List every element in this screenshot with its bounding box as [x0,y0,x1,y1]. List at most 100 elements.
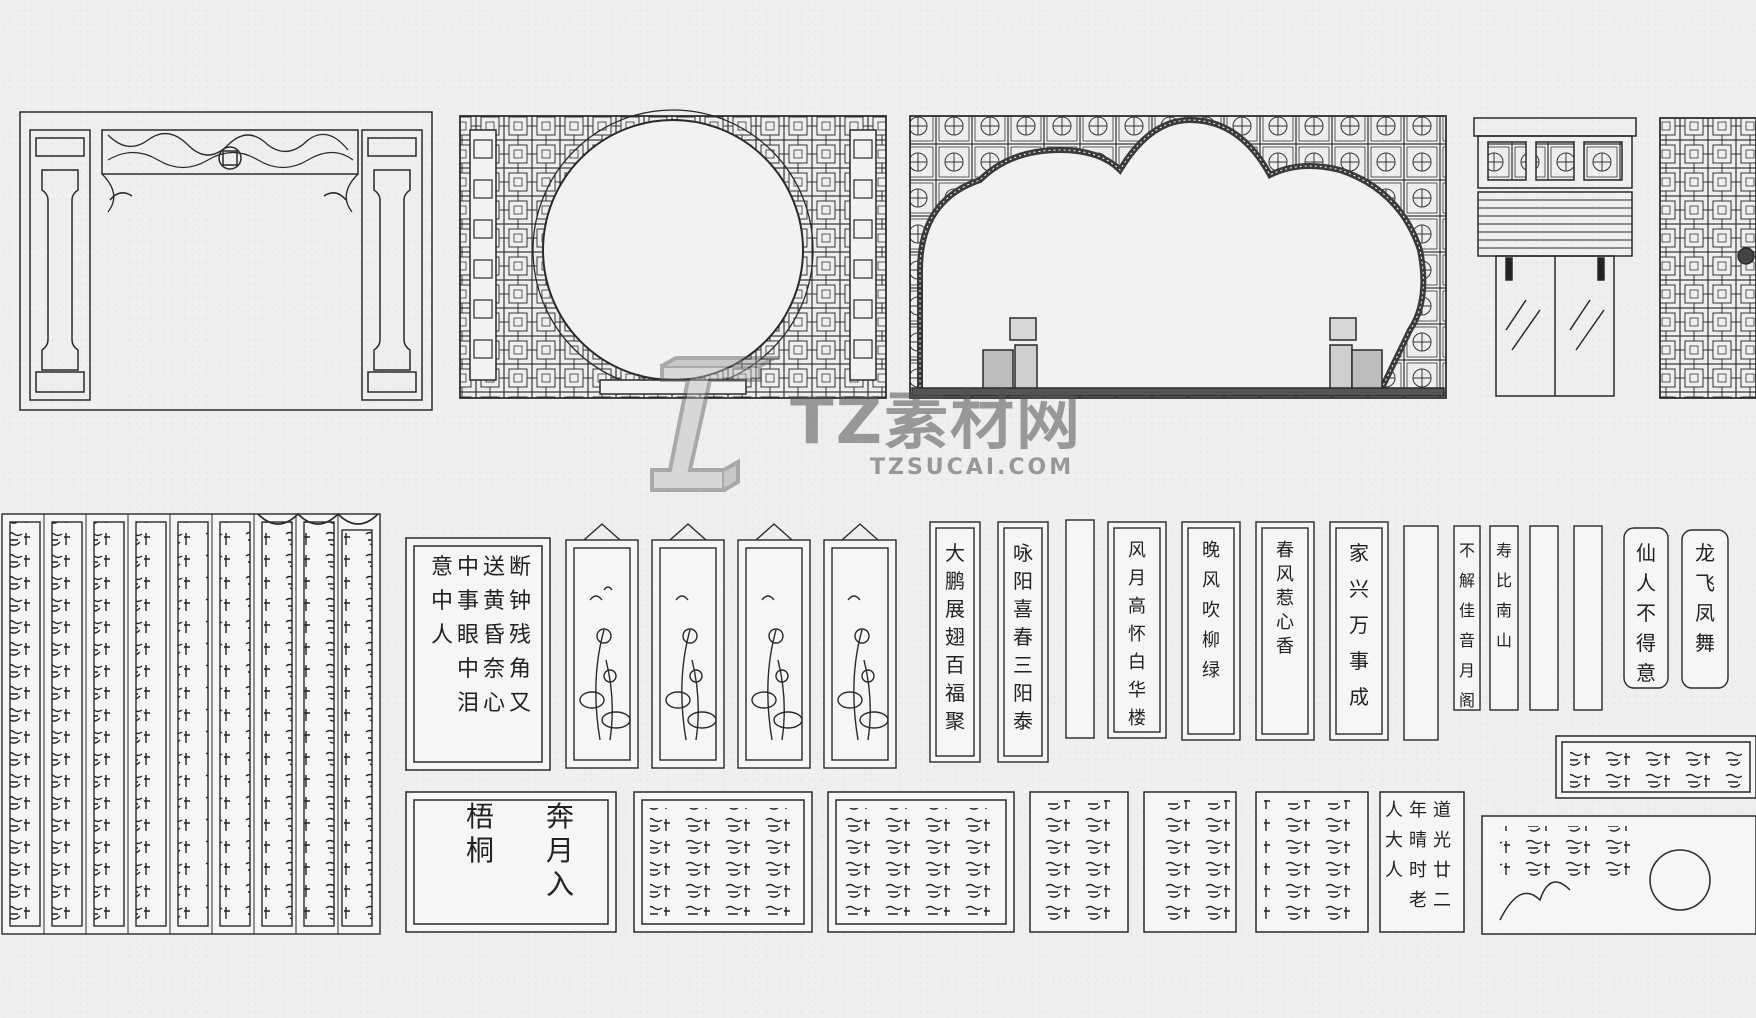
svg-text:翅: 翅 [945,625,965,649]
svg-text:得: 得 [1636,631,1656,655]
svg-text:怀: 怀 [1128,624,1146,645]
vertical-scroll-frames [929,519,1729,763]
svg-text:喜: 喜 [1013,597,1033,621]
svg-text:聚: 聚 [945,709,965,733]
svg-text:成: 成 [1349,685,1369,709]
svg-text:香: 香 [1276,636,1294,657]
svg-text:断: 断 [509,555,531,580]
svg-text:月: 月 [1128,568,1146,589]
svg-text:高: 高 [1128,596,1146,617]
seal-text-column: 梧桐 [466,800,494,867]
svg-text:解: 解 [1459,571,1475,590]
door-moon-gate [459,109,887,399]
svg-text:廿: 廿 [1433,860,1451,881]
svg-text:时: 时 [1409,860,1427,881]
svg-text:比: 比 [1496,571,1512,590]
svg-text:中: 中 [457,657,479,682]
svg-text:人: 人 [1385,800,1403,821]
framed-poem-column: 意中人 [431,555,453,648]
svg-text:南: 南 [1496,601,1512,620]
svg-text:鹏: 鹏 [945,569,965,593]
svg-text:泪: 泪 [457,691,479,716]
svg-text:桐: 桐 [466,834,494,867]
svg-text:山: 山 [1496,631,1512,650]
svg-text:风: 风 [1128,540,1146,561]
svg-text:柳: 柳 [1202,630,1220,651]
svg-text:事: 事 [457,589,479,614]
svg-text:意: 意 [1636,661,1656,685]
svg-text:事: 事 [1349,649,1369,673]
svg-text:晚: 晚 [1202,540,1220,561]
svg-text:华: 华 [1128,680,1146,701]
svg-text:大: 大 [945,541,965,565]
svg-text:凤: 凤 [1695,601,1715,625]
svg-text:中: 中 [457,555,479,580]
seal-text-column: 奔月入 [546,800,574,901]
svg-text:月: 月 [1459,661,1475,680]
calligraphy-screen [1,512,381,935]
svg-text:仙: 仙 [1636,541,1656,565]
svg-text:不: 不 [1636,601,1656,625]
svg-text:又: 又 [509,691,531,716]
svg-text:奈: 奈 [483,657,505,682]
right-poem-column: 人大人 [1385,800,1403,881]
lotus-scrolls [565,523,897,769]
svg-text:昏: 昏 [483,623,505,648]
svg-text:风: 风 [1202,570,1220,591]
svg-text:三: 三 [1013,653,1033,677]
svg-text:舞: 舞 [1695,631,1715,655]
svg-text:春: 春 [1013,625,1033,649]
framed-poem-panel [405,537,551,771]
svg-text:中: 中 [431,589,453,614]
svg-text:咏: 咏 [1013,541,1033,565]
svg-text:百: 百 [945,653,965,677]
svg-text:心: 心 [1276,612,1294,633]
svg-text:月: 月 [546,834,574,867]
svg-text:意: 意 [431,555,453,580]
svg-text:寿: 寿 [1496,541,1512,560]
svg-text:黄: 黄 [483,589,505,614]
svg-text:泰: 泰 [1013,709,1033,733]
svg-text:音: 音 [1459,631,1475,650]
svg-text:心: 心 [483,691,505,716]
svg-text:钟: 钟 [509,589,531,614]
door-lattice-partial [1659,117,1756,399]
svg-text:人: 人 [1385,860,1403,881]
svg-text:送: 送 [483,555,505,580]
svg-text:入: 入 [546,868,574,901]
svg-text:福: 福 [945,681,965,705]
svg-text:兴: 兴 [1349,577,1369,601]
svg-text:眼: 眼 [457,623,479,648]
svg-text:家: 家 [1349,541,1369,565]
svg-text:奔: 奔 [546,800,574,833]
svg-text:飞: 飞 [1695,571,1715,595]
svg-text:春: 春 [1276,540,1294,561]
svg-text:惹: 惹 [1276,588,1294,609]
door-cloud-gate [909,115,1447,399]
svg-text:楼: 楼 [1128,708,1146,729]
svg-text:吹: 吹 [1202,600,1220,621]
panel-calligraphy-marks [650,748,1742,924]
svg-text:梧: 梧 [466,800,494,833]
svg-text:展: 展 [945,597,965,621]
svg-text:阳: 阳 [1013,681,1033,705]
svg-text:万: 万 [1349,613,1369,637]
svg-text:二: 二 [1433,890,1451,911]
door-window-shade [1473,117,1637,397]
svg-text:佳: 佳 [1459,601,1475,620]
svg-text:年: 年 [1409,800,1427,821]
svg-text:阳: 阳 [1013,569,1033,593]
svg-text:不: 不 [1459,541,1475,560]
